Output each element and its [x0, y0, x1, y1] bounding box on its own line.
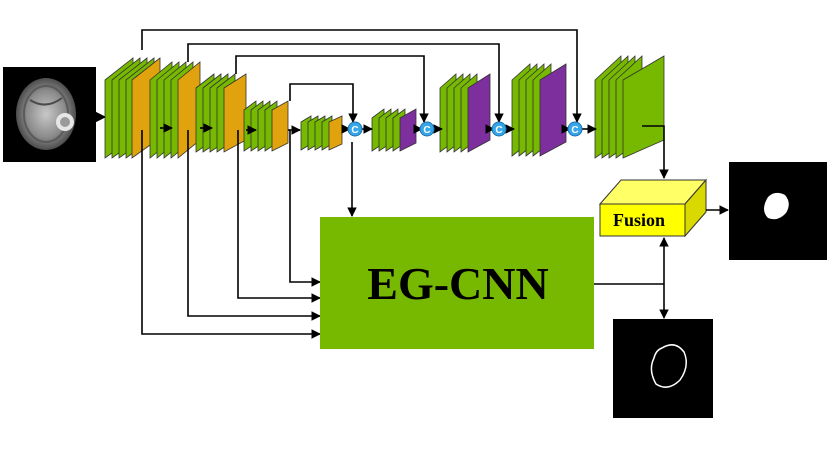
svg-text:C: C	[351, 125, 358, 136]
concat-node-3: C	[491, 121, 507, 137]
segmentation-output-image	[729, 162, 827, 260]
encoder-block-3	[195, 73, 247, 153]
decoder-block-1	[371, 108, 417, 152]
svg-text:C: C	[571, 125, 578, 136]
svg-text:C: C	[423, 125, 430, 136]
decoder-block-4	[594, 55, 665, 159]
encoder-block-4	[243, 100, 289, 152]
egcnn-output-arrows	[594, 237, 669, 319]
concat-node-4: C	[567, 121, 583, 137]
fusion-box	[598, 178, 708, 238]
decoder-block-3	[511, 63, 567, 157]
concat-node-1: C	[347, 121, 363, 137]
svg-text:C: C	[495, 125, 502, 136]
egcnn-label: EG-CNN	[367, 257, 549, 309]
encoder-block-2	[149, 61, 201, 159]
egcnn-input-arrows	[141, 130, 357, 339]
bottleneck-block	[300, 115, 343, 151]
fusion-label: Fusion	[612, 209, 666, 230]
skip-connections	[141, 29, 582, 123]
input-mri-image	[3, 67, 96, 162]
concat-node-2: C	[419, 121, 435, 137]
decoder-to-fusion-arrow	[642, 125, 669, 179]
egcnn-box	[320, 217, 594, 349]
edge-output-image	[613, 319, 713, 418]
decoder-block-2	[439, 73, 491, 153]
concat-nodes: C C C C	[347, 121, 583, 137]
